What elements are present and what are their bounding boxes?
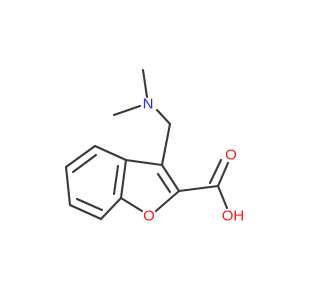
n-methylene-bond	[155, 108, 172, 126]
c3a-c7a-bond	[119, 158, 128, 200]
c2-carboxyl-bond	[177, 184, 220, 193]
bonds	[64, 68, 230, 221]
c2-o1-bond	[154, 189, 181, 213]
carbonyl-oxygen-label: O	[225, 147, 237, 164]
carbonyl-bond	[216, 161, 230, 188]
c3a-c7a-double-bond	[112, 164, 120, 196]
c3-c2-double-bond	[156, 172, 172, 194]
molecule-structure: N O O OH	[64, 68, 245, 225]
structure-canvas: N O O OH	[64, 68, 245, 225]
c4-c5-double-bond	[71, 153, 98, 174]
carbonyl-double-bond	[208, 158, 223, 185]
o1-c7a-bond	[119, 196, 144, 213]
nitrogen-label: N	[143, 96, 154, 113]
c4-c5-bond	[64, 144, 97, 169]
ring-oxygen-label: O	[143, 208, 155, 225]
carboxyl-oh-bond	[216, 184, 229, 210]
methylene-c3-bond	[160, 122, 172, 167]
hydroxyl-label: OH	[222, 208, 245, 225]
c5-c6-bond	[64, 165, 72, 207]
c3-c2-bond	[160, 163, 181, 193]
c7-c7a-bond	[99, 196, 123, 221]
n-methyl-lower-bond	[112, 104, 142, 117]
c3-c3a-bond	[124, 158, 164, 167]
c3a-c4-bond	[93, 144, 128, 162]
c6-c7-double-bond	[75, 197, 104, 212]
n-methyl-upper-bond	[141, 68, 149, 99]
atom-labels: N O O OH	[143, 96, 245, 225]
c6-c7-bond	[68, 203, 103, 221]
